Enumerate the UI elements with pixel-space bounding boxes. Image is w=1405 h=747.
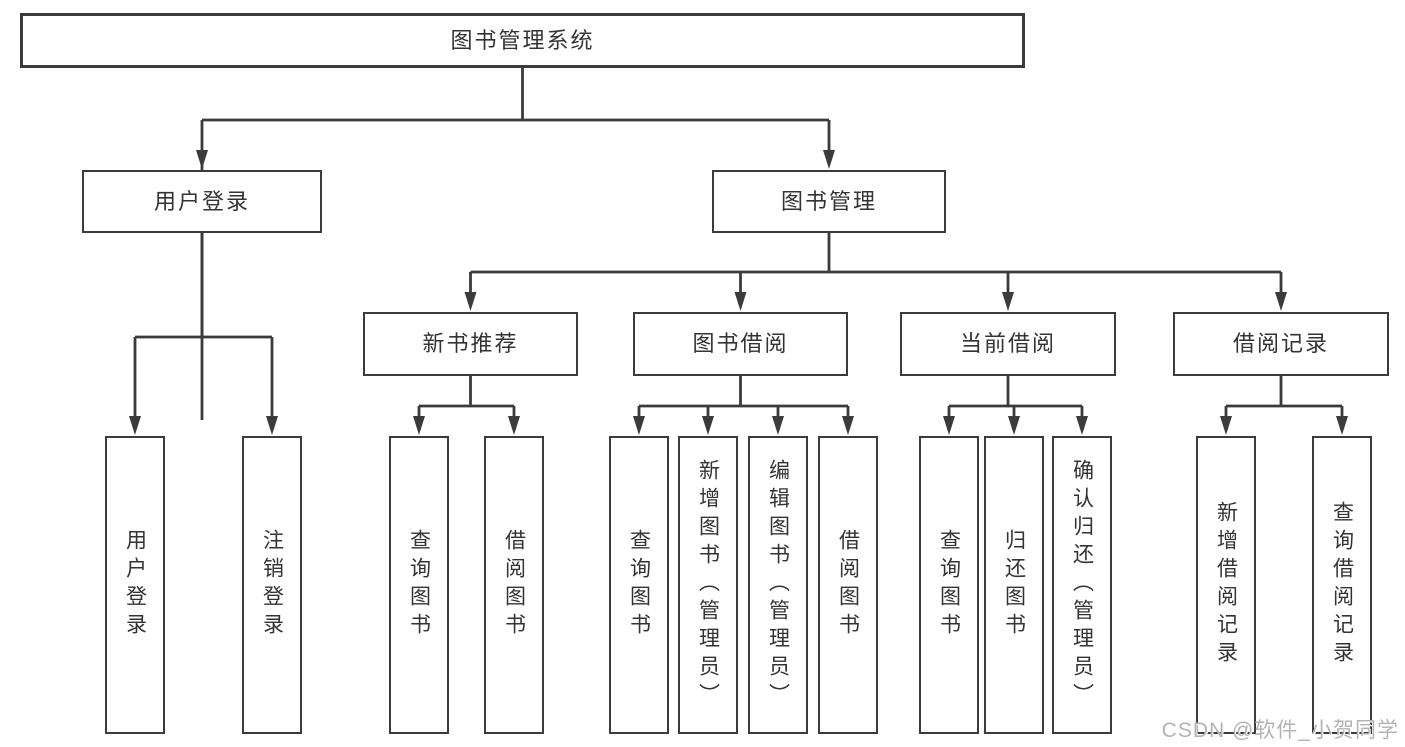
connector-bookmgmt-to-level3	[469, 233, 1283, 297]
node-borrowing-records-label: 借阅记录	[1232, 331, 1329, 356]
node-library-system: 图书管理系统	[20, 13, 1025, 68]
node-book-borrowing: 图书借阅	[633, 312, 848, 376]
leaf-query-books-current: 查询图书	[919, 436, 979, 734]
leaf-return-books: 归还图书	[984, 436, 1044, 734]
leaf-user-login-label: 用户登录	[123, 529, 147, 641]
leaf-add-books-admin: 新增图书（管理员）	[678, 436, 738, 734]
leaf-query-books-recommend: 查询图书	[389, 436, 449, 734]
leaf-confirm-return-admin: 确认归还（管理员）	[1052, 436, 1112, 734]
node-current-borrowing-label: 当前借阅	[959, 331, 1056, 356]
leaf-return-books-label: 归还图书	[1002, 529, 1026, 641]
leaf-borrow-books-borrowing: 借阅图书	[818, 436, 878, 734]
connector-root-to-level2	[200, 68, 831, 420]
node-user-login: 用户登录	[82, 170, 322, 233]
node-borrowing-records: 借阅记录	[1173, 312, 1389, 376]
node-current-borrowing: 当前借阅	[900, 312, 1116, 376]
leaf-user-login: 用户登录	[105, 436, 165, 734]
node-user-login-label: 用户登录	[153, 188, 250, 214]
arrowheads	[129, 150, 1348, 435]
leaf-add-borrow-record: 新增借阅记录	[1196, 436, 1256, 734]
leaf-query-books-current-label: 查询图书	[937, 529, 961, 641]
leaf-query-borrow-record-label: 查询借阅记录	[1330, 501, 1354, 669]
node-new-book-recommend-label: 新书推荐	[422, 331, 519, 356]
leaf-borrow-books-borrowing-label: 借阅图书	[836, 529, 860, 641]
node-book-management: 图书管理	[712, 170, 946, 233]
connector-userlogin-to-leaves	[133, 233, 274, 420]
leaf-borrow-books-recommend: 借阅图书	[484, 436, 544, 734]
node-book-management-label: 图书管理	[780, 188, 877, 214]
connector-newbook-to-leaves	[417, 376, 516, 420]
leaf-logout-label: 注销登录	[260, 529, 284, 641]
leaf-query-borrow-record: 查询借阅记录	[1312, 436, 1372, 734]
leaf-logout: 注销登录	[242, 436, 302, 734]
connector-current-to-leaves	[947, 376, 1084, 420]
leaf-borrow-books-recommend-label: 借阅图书	[502, 529, 526, 641]
leaf-add-books-admin-label: 新增图书（管理员）	[696, 459, 720, 711]
leaf-add-borrow-record-label: 新增借阅记录	[1214, 501, 1238, 669]
connector-records-to-leaves	[1224, 376, 1344, 420]
node-library-system-label: 图书管理系统	[450, 27, 595, 53]
leaf-query-books-borrowing: 查询图书	[609, 436, 669, 734]
connector-borrowing-to-leaves	[637, 376, 850, 420]
node-new-book-recommend: 新书推荐	[363, 312, 578, 376]
leaf-edit-books-admin-label: 编辑图书（管理员）	[766, 459, 790, 711]
leaf-query-books-recommend-label: 查询图书	[407, 529, 431, 641]
node-book-borrowing-label: 图书借阅	[692, 331, 789, 356]
watermark: CSDN @软件_小贺同学	[1161, 719, 1399, 742]
leaf-query-books-borrowing-label: 查询图书	[627, 529, 651, 641]
leaf-confirm-return-admin-label: 确认归还（管理员）	[1070, 459, 1094, 711]
leaf-edit-books-admin: 编辑图书（管理员）	[748, 436, 808, 734]
